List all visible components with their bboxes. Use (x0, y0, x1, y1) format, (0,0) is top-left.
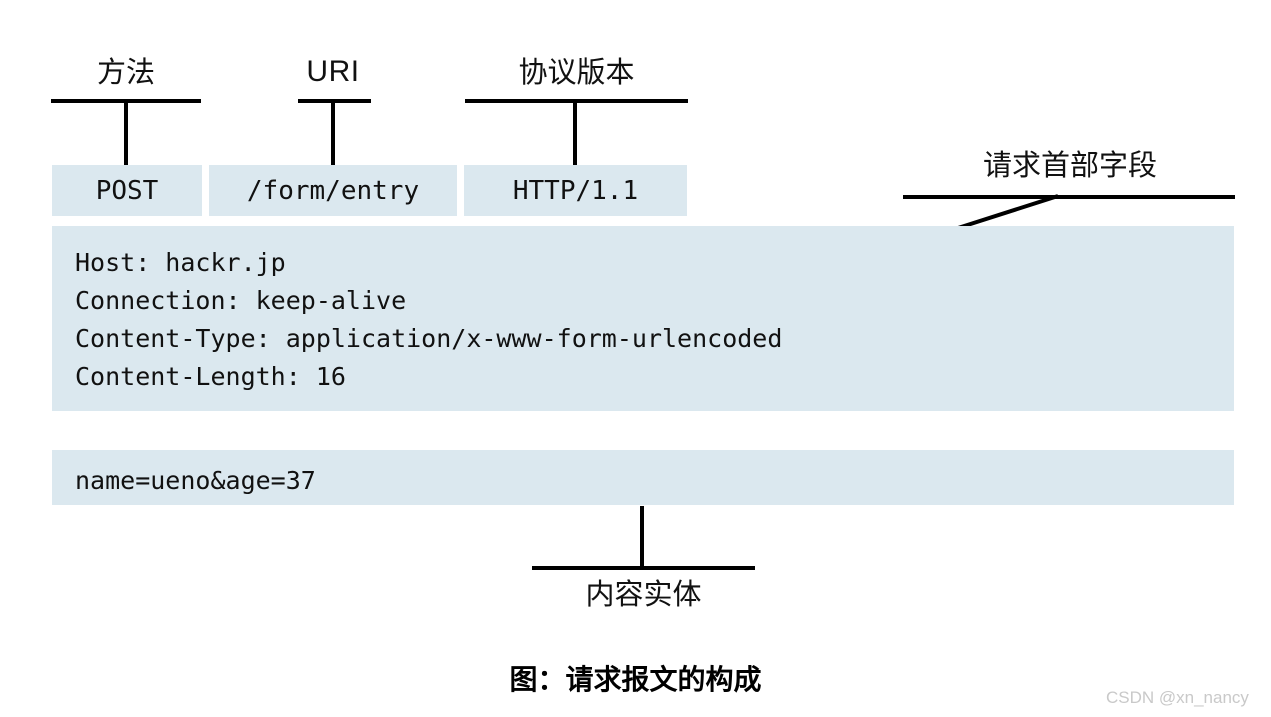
figure-caption-wrap: 图：请求报文的构成 (0, 658, 1271, 698)
header-field-line: Connection: keep-alive (75, 286, 407, 315)
request-line-version-cell: HTTP/1.1 (464, 165, 687, 216)
request-line-uri-text: /form/entry (246, 175, 420, 206)
callout-stem-entity-body (640, 506, 644, 568)
header-field-line: Host: hackr.jp (75, 248, 286, 277)
request-header-fields-block: Host: hackr.jp Connection: keep-alive Co… (52, 226, 1234, 411)
callout-label-method: 方法 (96, 55, 155, 89)
entity-body-text: name=ueno&age=37 (75, 466, 316, 495)
figure-caption: 图：请求报文的构成 (509, 663, 762, 696)
callout-label-protocol-version: 协议版本 (518, 55, 635, 89)
request-line-method-cell: POST (52, 165, 202, 216)
callout-label-entity-body: 内容实体 (585, 577, 702, 611)
callout-label-request-header-fields: 请求首部字段 (982, 148, 1157, 182)
request-line-method-text: POST (95, 175, 159, 206)
callout-leader-request-header-fields (957, 194, 1059, 230)
watermark-text: CSDN @xn_nancy (1106, 688, 1249, 707)
callout-rule-request-header-fields (903, 195, 1235, 199)
callout-rule-entity-body (532, 566, 755, 570)
callout-label-uri: URI (306, 55, 360, 88)
request-line-uri-cell: /form/entry (209, 165, 457, 216)
request-line-version-text: HTTP/1.1 (512, 175, 639, 206)
callout-stem-method (124, 99, 128, 167)
callout-stem-protocol-version (573, 99, 577, 167)
entity-body-block: name=ueno&age=37 (52, 450, 1234, 505)
header-field-line: Content-Type: application/x-www-form-url… (75, 324, 783, 353)
header-field-line: Content-Length: 16 (75, 362, 346, 391)
callout-stem-uri (331, 99, 335, 167)
